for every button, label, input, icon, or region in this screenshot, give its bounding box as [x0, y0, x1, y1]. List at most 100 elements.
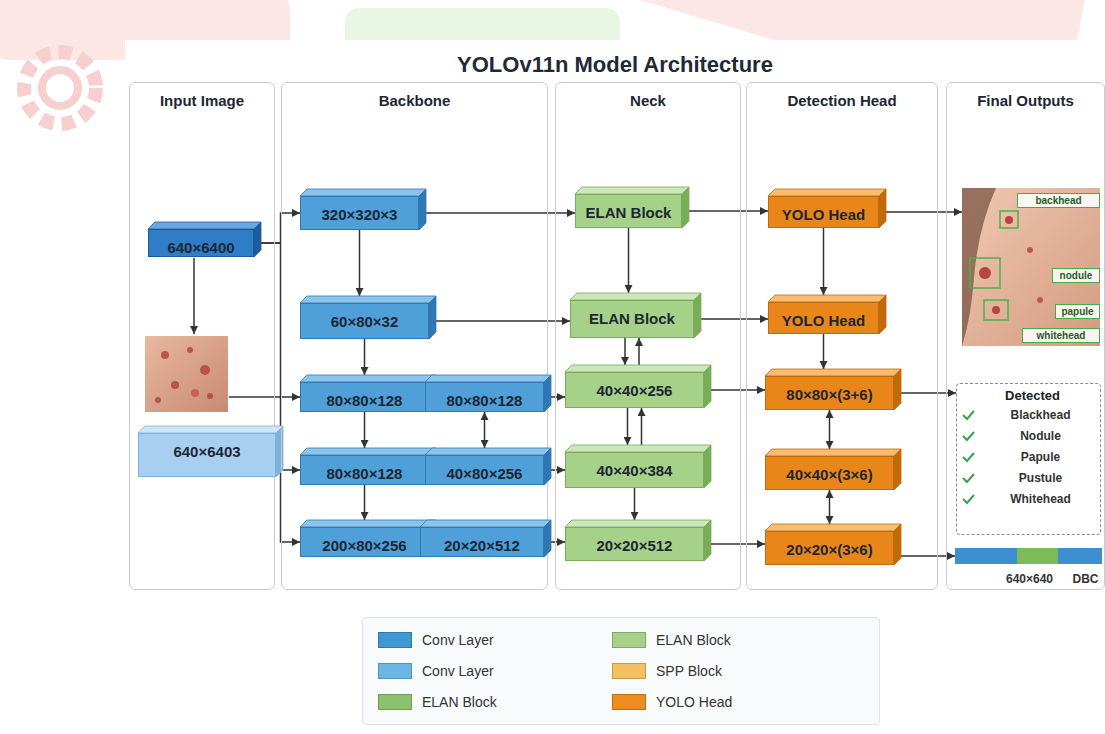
layer-block: 40×80×256 — [425, 455, 544, 485]
detection-label: papule — [1055, 304, 1100, 319]
flow-arrow — [638, 338, 640, 365]
class-name: Nodule — [981, 429, 1100, 444]
box-side-face — [544, 375, 551, 412]
flow-arrow — [436, 320, 570, 322]
column-panel: Backbone320×320×360×80×3280×80×12880×80×… — [281, 82, 548, 590]
flow-arrow — [359, 230, 361, 296]
flow-arrow — [829, 410, 831, 449]
block-label: 640×6400 — [149, 239, 253, 256]
check-mark — [963, 453, 974, 461]
column-heading: Detection Head — [747, 92, 937, 109]
flow-arrow — [426, 212, 575, 214]
flow-arrow — [711, 389, 765, 391]
block-label: 640×6403 — [139, 443, 275, 460]
block-label: 20×20×(3×6) — [766, 541, 893, 558]
acne-spot — [200, 365, 210, 375]
box-top-face — [575, 187, 689, 194]
flow-arrow — [364, 339, 366, 375]
title-box: YOLOv11n Model Architecture — [125, 52, 1105, 78]
acne-spot — [207, 393, 213, 399]
acne-spot — [1027, 247, 1033, 253]
legend-entry: ELAN Block — [612, 630, 731, 650]
class-name: Papule — [981, 450, 1100, 465]
box-side-face — [704, 520, 711, 561]
legend-label: SPP Block — [656, 663, 722, 679]
box-top-face — [300, 375, 436, 382]
box-top-face — [300, 296, 436, 303]
card-ground — [125, 40, 1105, 734]
box-top-face — [570, 293, 701, 300]
acne-spot — [171, 381, 179, 389]
legend-swatch — [612, 694, 646, 710]
layer-block: 80×80×128 — [425, 382, 544, 412]
flow-arrow — [364, 485, 366, 520]
legend-swatch — [612, 663, 646, 679]
layer-block: YOLO Head — [768, 302, 879, 334]
layer-block: 40×40×384 — [565, 452, 704, 488]
column-heading: Final Outputs — [947, 92, 1104, 109]
legend-label: ELAN Block — [656, 632, 731, 648]
legend-entry: ELAN Block — [378, 692, 497, 712]
layer-block: ELAN Block — [570, 300, 694, 338]
box-side-face — [254, 222, 261, 257]
box-top-face — [300, 520, 436, 527]
watermark-gear — [24, 52, 96, 124]
legend-label: ELAN Block — [422, 694, 497, 710]
block-label: YOLO Head — [769, 312, 878, 329]
output-caption: DBC — [1069, 572, 1102, 586]
layer-block: 60×80×32 — [300, 303, 429, 339]
acne-spot — [191, 389, 199, 397]
box-side-face — [704, 445, 711, 488]
box-top-face — [765, 369, 901, 376]
flow-arrow — [193, 258, 195, 334]
flow-arrow — [641, 408, 643, 445]
diagram-title: YOLOv11n Model Architecture — [457, 52, 773, 77]
block-label: 320×320×3 — [301, 206, 418, 223]
column-heading: Backbone — [282, 92, 547, 109]
class-name: Blackhead — [981, 408, 1100, 423]
block-label: 20×20×512 — [566, 537, 703, 554]
box-top-face — [565, 520, 711, 527]
flow-arrow — [829, 490, 831, 524]
layer-block: 80×80×128 — [300, 455, 429, 485]
detection-box — [984, 300, 1008, 320]
legend-entry: SPP Block — [612, 661, 722, 681]
output-bar: 640×640DBC — [955, 548, 1102, 564]
detection-label: nodule — [1052, 268, 1100, 283]
acne-spot — [992, 306, 1000, 314]
layer-block: 80×80×(3+6) — [765, 376, 894, 410]
output-image: backheadnodulepapulewhitehead — [962, 188, 1100, 346]
detection-box — [970, 258, 1000, 288]
block-label: ELAN Block — [571, 310, 693, 327]
block-label: 40×40×256 — [566, 382, 703, 399]
box-side-face — [682, 187, 689, 228]
layer-block: 20×20×512 — [565, 527, 704, 561]
box-top-face — [565, 365, 711, 372]
box-top-face — [148, 222, 261, 229]
flow-arrow — [689, 210, 768, 212]
column-panel: Final Outputsbackheadnodulepapulewhitehe… — [946, 82, 1105, 590]
legend-label: YOLO Head — [656, 694, 732, 710]
box-top-face — [300, 189, 426, 196]
acne-photo — [145, 336, 228, 412]
layer-block: 40×40×256 — [565, 372, 704, 408]
legend-entry: YOLO Head — [612, 692, 732, 712]
column-heading: Input Image — [130, 92, 274, 109]
box-side-face — [419, 189, 426, 230]
flow-arrow — [711, 543, 765, 545]
box-top-face — [300, 448, 436, 455]
flow-arrow — [627, 408, 629, 445]
block-label: 200×80×256 — [301, 537, 428, 554]
box-side-face — [894, 524, 901, 565]
legend-label: Conv Layer — [422, 663, 494, 679]
flow-arrow — [283, 469, 300, 471]
box-top-face — [765, 524, 901, 531]
column-panel: NeckELAN BlockELAN Block40×40×25640×40×3… — [555, 82, 741, 590]
flow-arrow — [551, 541, 565, 543]
box-side-face — [894, 449, 901, 490]
list-heading: Detected — [965, 388, 1100, 403]
detection-box — [1000, 211, 1018, 228]
layer-block: 80×80×128 — [300, 382, 429, 412]
legend-entry: Conv Layer — [378, 630, 494, 650]
layer-block: 40×40×(3×6) — [765, 456, 894, 490]
